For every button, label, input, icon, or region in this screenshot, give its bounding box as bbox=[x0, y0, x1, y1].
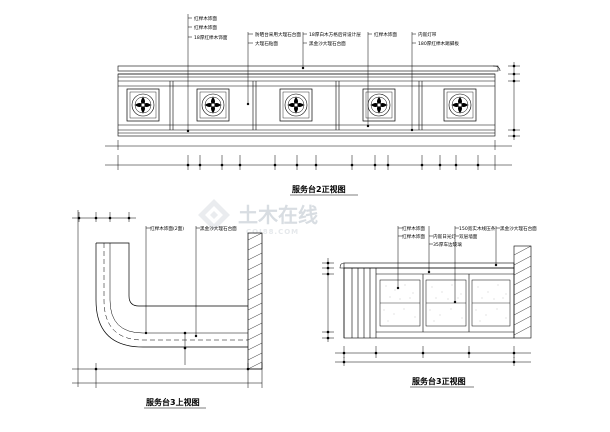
watermark-en: COI88.COM bbox=[246, 228, 299, 236]
counter-top bbox=[117, 65, 499, 72]
label-1h: 红榉木饰面 bbox=[374, 31, 397, 38]
label-3f: 双层墙面 bbox=[459, 233, 478, 240]
wall-section bbox=[513, 245, 532, 339]
label-1b: 红榉木饰面 bbox=[194, 24, 217, 31]
label-1f: 18厚白木方格后背设计层 bbox=[309, 31, 361, 38]
label-1i: 内嵌灯带 bbox=[418, 31, 437, 38]
label-3a: 红榉木饰面 bbox=[402, 225, 425, 232]
rosette-panel-5 bbox=[443, 88, 477, 122]
glass-stipple bbox=[383, 284, 507, 322]
top-plan-3-dimensions bbox=[72, 210, 263, 388]
wall-section bbox=[247, 232, 263, 370]
front-elevation-2-leaders bbox=[186, 14, 416, 133]
rosette-panel-1 bbox=[126, 88, 160, 122]
front-elevation-2-dim-ticks bbox=[186, 64, 516, 167]
label-2b: 黑金沙大理石台面 bbox=[200, 225, 237, 232]
title-top-plan-3: 服务台3上视图 bbox=[146, 397, 200, 407]
top-plan-3-dim-ticks bbox=[77, 216, 250, 371]
rosette-panel-2 bbox=[196, 88, 230, 122]
label-3g: 黑金沙大理石台面 bbox=[500, 225, 537, 232]
label-2a: 红榉木饰面(2面) bbox=[150, 225, 184, 232]
front-elevation-3 bbox=[339, 245, 532, 339]
label-1e: 大理石贴面 bbox=[255, 40, 278, 47]
counter-outer-curve bbox=[95, 243, 248, 348]
front-elevation-3-dimensions bbox=[322, 258, 531, 366]
watermark-cn: 土木在线 bbox=[238, 203, 318, 227]
label-1j: 180厚红榉木踢脚板 bbox=[418, 40, 459, 47]
front-elevation-3-dim-ticks bbox=[326, 261, 516, 364]
title-front-elevation-3: 服务台3正视图 bbox=[412, 376, 466, 386]
rosette-panel-3 bbox=[279, 88, 313, 122]
counter-body bbox=[117, 73, 496, 137]
title-front-elevation-2: 服务台2正视图 bbox=[292, 184, 346, 194]
watermark: 土木在线 COI88.COM bbox=[198, 199, 318, 236]
front-elevation-2 bbox=[117, 65, 501, 137]
front-elevation-2-dimensions bbox=[105, 62, 520, 170]
top-plan-3 bbox=[95, 232, 263, 370]
counter-edge bbox=[492, 65, 501, 72]
label-1a: 红榉木饰面 bbox=[194, 15, 217, 22]
counter-inner-edge bbox=[109, 243, 248, 334]
watermark-logo-icon bbox=[198, 199, 230, 231]
top-plan-3-leaders bbox=[144, 226, 200, 338]
pilasters bbox=[169, 81, 423, 130]
label-1d: 防晒台采用大理石台面 bbox=[255, 31, 301, 38]
label-1g: 黑金沙大理石台面 bbox=[309, 40, 346, 47]
label-3d: 35厚车边玻璃 bbox=[433, 241, 462, 248]
counter-outer-edge bbox=[96, 242, 248, 307]
label-3b: 红榉木饰面 bbox=[402, 233, 425, 240]
rosette-panels bbox=[126, 88, 477, 122]
label-3e: 150宽实木线压条 bbox=[459, 225, 496, 232]
label-3c: 内嵌日光灯 bbox=[433, 233, 456, 240]
counter-centerline bbox=[103, 243, 248, 341]
label-1c: 18厚红榉木饰面 bbox=[194, 34, 228, 41]
front-elevation-3-leaders bbox=[396, 226, 500, 304]
